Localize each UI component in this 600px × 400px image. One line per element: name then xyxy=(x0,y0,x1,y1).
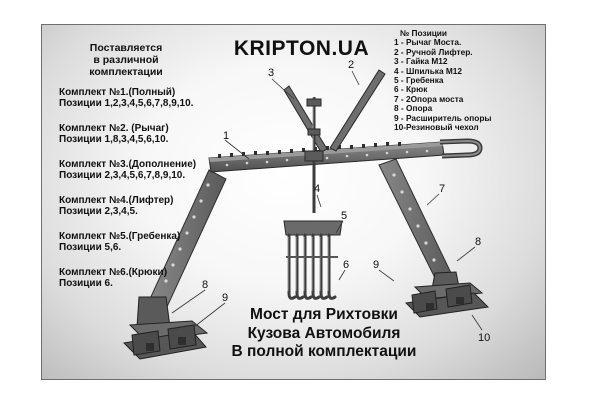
caption-line: Мост для Рихтовки xyxy=(250,306,398,323)
product-caption: Мост для Рихтовки Кузова Автомобиля В по… xyxy=(188,306,460,362)
right-leg xyxy=(378,158,453,283)
left-leg xyxy=(148,169,227,310)
part-callouts: 1 2 3 4 5 6 7 8 9 8 9 10 xyxy=(202,59,490,344)
kit-parts: Позиции 2,3,4,5. xyxy=(59,206,138,217)
kit-title: Комплект №6.(Крюки) xyxy=(59,267,168,278)
brand-title: KRIPTON.UA xyxy=(233,37,370,60)
legend-item: 5 - Гребенка xyxy=(394,75,444,86)
header-line: Поставляется xyxy=(89,42,163,54)
callout-6: 6 xyxy=(343,259,349,271)
lifter xyxy=(283,69,386,213)
callout-1: 1 xyxy=(223,130,229,142)
callout-4: 4 xyxy=(314,183,320,195)
legend-item: 10-Резиновый чехол xyxy=(394,122,479,133)
callout-2: 2 xyxy=(348,59,354,71)
callout-7: 7 xyxy=(439,183,445,195)
kit-title: Комплект №2. (Рычаг) xyxy=(59,123,169,134)
legend-item: 3 - Гайка М12 xyxy=(394,56,448,67)
main-beam xyxy=(208,138,483,173)
kit-parts: Позиции 2,3,4,5,6,7,8,9,10. xyxy=(59,170,186,181)
callout-10: 10 xyxy=(478,332,490,344)
left-foot xyxy=(122,296,209,360)
legend-item: 2 - Ручной Лифтер. xyxy=(394,46,473,57)
product-sheet: 1 2 3 4 5 6 7 8 9 8 9 10 KRIPTON.UA Пост… xyxy=(41,24,546,380)
right-foot xyxy=(404,271,490,318)
kit-title: Комплект №4.(Лифтер) xyxy=(59,195,174,206)
kit-item: Комплект №1.(Полный) Позиции 1,2,3,4,5,6… xyxy=(59,87,249,109)
legend-item: 6 - Крюк xyxy=(394,84,428,95)
kit-parts: Позиции 5,6. xyxy=(59,242,122,253)
caption-line: В полной комплектации xyxy=(231,343,417,360)
callout-3: 3 xyxy=(268,67,274,79)
kit-title: Комплект №5.(Гребенка) xyxy=(59,231,181,242)
kit-parts: Позиции 1,8,3,4,5,6,10. xyxy=(59,134,169,145)
kit-title: Комплект №1.(Полный) xyxy=(59,87,176,98)
delivery-header: Поставляется в различной комплектации xyxy=(60,42,192,78)
callout-9-right: 9 xyxy=(373,259,379,271)
comb-with-hooks xyxy=(283,220,343,300)
legend-item: 4 - Шпилька М12 xyxy=(394,65,463,76)
legend-heading: № Позиции xyxy=(400,28,448,38)
parts-legend: № Позиции 1 - Рычаг Моста. 2 - Ручной Ли… xyxy=(394,28,544,133)
callout-5: 5 xyxy=(341,210,347,222)
kit-list: Комплект №1.(Полный) Позиции 1,2,3,4,5,6… xyxy=(59,87,249,303)
kit-title: Комплект №3.(Дополнение) xyxy=(59,159,197,170)
kit-item: Комплект №5.(Гребенка) Позиции 5,6. xyxy=(59,231,249,253)
legend-item: 1 - Рычаг Моста. xyxy=(394,37,462,48)
kit-item: Комплект №4.(Лифтер) Позиции 2,3,4,5. xyxy=(59,195,249,217)
kit-parts: Позиции 6. xyxy=(59,278,113,289)
kit-item: Комплект №3.(Дополнение) Позиции 2,3,4,5… xyxy=(59,159,249,181)
callout-8-left: 8 xyxy=(202,279,208,291)
legend-item: 8 - Опора xyxy=(394,103,433,114)
header-line: комплектации xyxy=(89,66,163,78)
callout-9-left: 9 xyxy=(222,292,228,304)
header-line: в различной xyxy=(93,54,159,66)
kit-item: Комплект №2. (Рычаг) Позиции 1,8,3,4,5,6… xyxy=(59,123,249,145)
caption-line: Кузова Автомобиля xyxy=(247,324,401,342)
callout-8-right: 8 xyxy=(475,236,481,248)
kit-item: Комплект №6.(Крюки) Позиции 6. xyxy=(59,267,249,289)
legend-item: 9 - Расширитель опоры xyxy=(394,112,492,123)
bridge-drawing: 1 2 3 4 5 6 7 8 9 8 9 10 xyxy=(122,59,490,360)
kit-parts: Позиции 1,2,3,4,5,6,7,8,9,10. xyxy=(59,98,194,109)
legend-item: 7 - 2Опора моста xyxy=(394,93,464,104)
